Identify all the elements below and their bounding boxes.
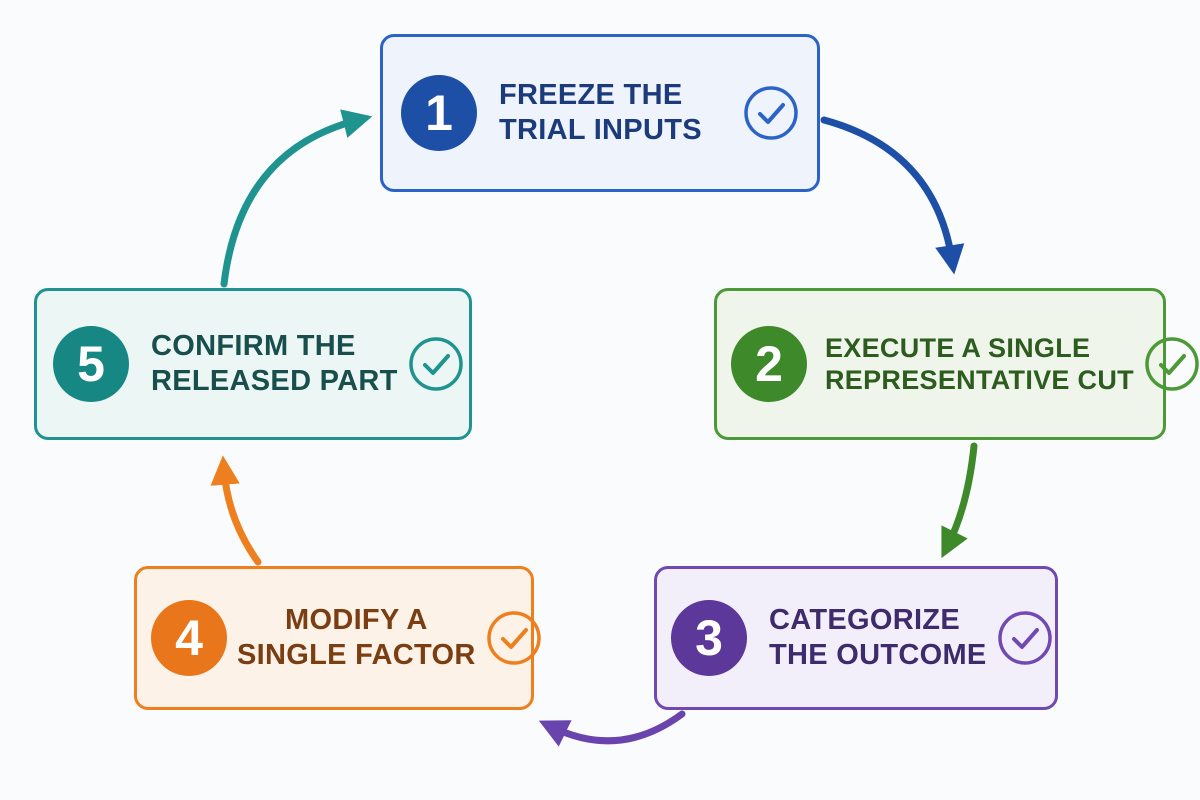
- check-circle-icon: [744, 86, 798, 140]
- step-label-line: RELEASED PART: [151, 365, 398, 397]
- step-label-line: CONFIRM THE: [151, 330, 356, 363]
- step-2-box[interactable]: 2 EXECUTE A SINGLE REPRESENTATIVE CUT: [714, 288, 1199, 440]
- step-label-line: MODIFY A: [285, 604, 428, 637]
- step-4-box[interactable]: 4 MODIFY A SINGLE FACTOR: [134, 566, 541, 710]
- step-number-badge: 4: [151, 600, 227, 676]
- check-circle-icon: [1145, 337, 1199, 391]
- step-label-line: TRIAL INPUTS: [499, 114, 702, 146]
- step-1-box[interactable]: 1 FREEZE THE TRIAL INPUTS: [380, 34, 820, 192]
- step-label-line: CATEGORIZE: [769, 604, 960, 637]
- step-number-badge: 5: [53, 326, 129, 402]
- check-circle-icon: [408, 337, 463, 391]
- step-label: FREEZE THE TRIAL INPUTS: [477, 78, 743, 148]
- step-label-line: FREEZE THE: [499, 79, 683, 112]
- step-label: EXECUTE A SINGLE REPRESENTATIVE CUT: [807, 332, 1144, 397]
- step-label-line: THE OUTCOME: [769, 639, 987, 671]
- arrow-step1-to-step2: [820, 116, 965, 275]
- step-number-badge: 1: [401, 75, 477, 151]
- step-label: CONFIRM THE RELEASED PART: [129, 329, 408, 399]
- arrow-step4-to-step5: [210, 455, 262, 566]
- step-label: MODIFY A SINGLE FACTOR: [227, 603, 486, 673]
- step-3-box[interactable]: 3 CATEGORIZE THE OUTCOME: [654, 566, 1058, 710]
- step-5-box[interactable]: 5 CONFIRM THE RELEASED PART: [34, 288, 472, 440]
- arrow-step2-to-step3: [941, 442, 978, 559]
- check-circle-icon: [997, 611, 1052, 665]
- arrow-step5-to-step1: [220, 109, 373, 288]
- step-number-badge: 3: [671, 600, 747, 676]
- step-label: CATEGORIZE THE OUTCOME: [747, 603, 997, 673]
- step-number-badge: 2: [731, 326, 807, 402]
- step-label-line: REPRESENTATIVE CUT: [825, 365, 1134, 395]
- arrow-step3-to-step4: [538, 710, 686, 747]
- step-label-line: SINGLE FACTOR: [237, 639, 476, 671]
- check-circle-icon: [486, 611, 541, 665]
- step-label-line: EXECUTE A SINGLE: [825, 332, 1091, 363]
